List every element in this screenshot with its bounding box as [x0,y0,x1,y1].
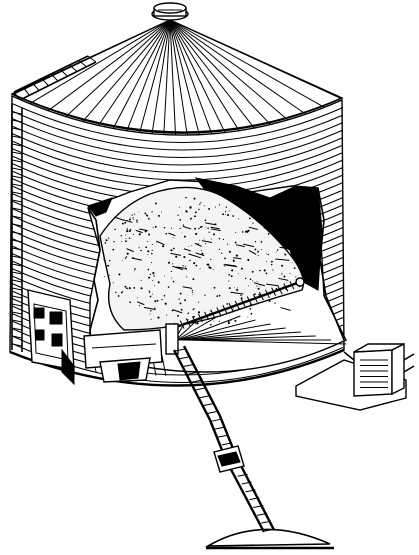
cut-edge-left [87,207,101,355]
access-ladder-icon [11,104,23,352]
grain-pile [99,186,305,331]
interior-shadow-left [87,197,113,217]
aeration-fan-icon [295,342,415,411]
cut-edge-right [317,187,345,341]
center-sump [83,323,179,383]
discharge-hopper [204,528,331,547]
roof-ladder [13,55,97,101]
unload-auger-tube [172,349,266,533]
wall-base [9,348,345,387]
sweep-auger-tube [167,280,301,332]
unload-auger-tube-edge [182,345,276,531]
access-door-icon [27,289,75,386]
sweep-auger [167,277,305,334]
unload-auger-icon [172,345,334,550]
roof-vent-icon [151,2,189,21]
roof [10,2,344,167]
grain-texture [103,196,299,326]
roof-eave [11,93,343,134]
